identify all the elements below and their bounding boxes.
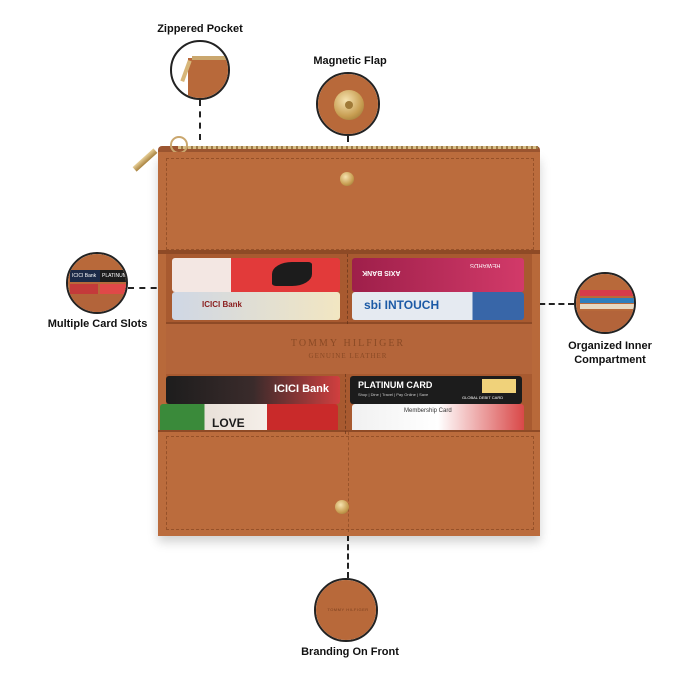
magnetic-flap-label: Magnetic Flap (313, 55, 387, 67)
inner-compartment-thumbnail (574, 272, 636, 334)
front-snap[interactable] (335, 500, 349, 514)
zipper-pull-icon[interactable] (132, 148, 158, 172)
card-love: LOVE (160, 404, 338, 434)
card-membership: Membership Card (352, 404, 524, 434)
zipper-icon (192, 56, 228, 60)
card-platinum: PLATINUM CARD Shop | Dine | Travel | Pay… (350, 376, 522, 404)
brand-emboss: TOMMY HILFIGER (290, 338, 406, 349)
card-icici-bottom: ICICI Bank (166, 376, 340, 404)
zippered-pocket-thumbnail (170, 40, 230, 100)
organized-inner-label: Organized Inner Compartment (568, 340, 652, 366)
card-icici-top: ICICI Bank (172, 292, 340, 320)
brand-emboss-small: TOMMY HILFIGER (327, 607, 369, 612)
magnetic-flap-thumbnail (316, 72, 380, 136)
genuine-leather-emboss: GENUINE LEATHER (308, 352, 388, 360)
branding-on-front-label: Branding On Front (301, 646, 399, 658)
card-sbi-intouch: sbi INTOUCH (352, 292, 524, 320)
zippered-pocket-label: Zippered Pocket (157, 23, 243, 35)
card-red-abstract (172, 258, 340, 292)
card-axis-bank: AXIS BANK REWARDS (352, 258, 524, 292)
brand-logo-thumbnail: TOMMY HILFIGER (314, 578, 378, 642)
multiple-card-slots-label: Multiple Card Slots (47, 318, 148, 330)
magnetic-snap[interactable] (340, 172, 354, 186)
card-slots-thumbnail: ICICI Bank PLATINUM (66, 252, 128, 314)
zipper-track (178, 146, 538, 149)
